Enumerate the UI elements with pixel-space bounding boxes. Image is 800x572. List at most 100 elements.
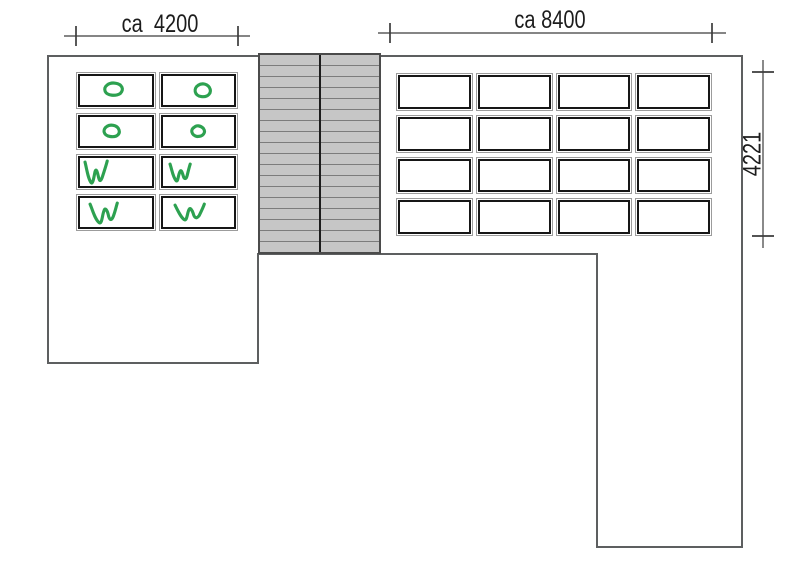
panel-r3c1 [396,156,473,195]
panel-face [477,200,551,234]
panel-r1c3 [555,73,633,111]
panel-face [637,158,710,193]
dimension-label-right: 4221 [738,131,767,177]
stair-step [320,143,379,154]
stair-step [320,187,379,198]
handwritten-w-mark [83,158,109,185]
stair-step [260,99,319,110]
panel-face [477,116,551,151]
panel-r2c1 [76,112,156,150]
stair-step [260,165,319,176]
panel-r3c1 [76,153,156,191]
panel-r4c4 [635,198,712,236]
panel-face [637,200,710,234]
stair-step [260,154,319,165]
stair-step [260,55,319,66]
building-outline [47,55,743,548]
panel-face [557,75,631,109]
stair-step [320,176,379,187]
left-panel-grid [76,72,238,231]
stair-step [260,198,319,209]
stair-step [320,220,379,231]
dimension-label-top-left: ca 4200 [121,10,199,38]
dimension-label-top-right: ca 8400 [514,6,586,34]
panel-face [160,74,236,107]
panel-face [78,196,154,229]
panel-face [78,114,154,148]
stair-step [320,77,379,88]
stair-step [320,88,379,99]
panel-face [160,155,236,189]
panel-r4c2 [158,194,238,231]
panel-face [637,75,710,109]
panel-face [160,114,236,148]
stair-step [260,209,319,220]
stair-step [260,176,319,187]
panel-r4c3 [555,198,633,236]
panel-r4c2 [475,198,553,236]
stair-step [260,77,319,88]
stair-step [320,209,379,220]
panel-face [477,75,551,109]
panel-face [398,158,471,193]
stair-step [321,242,380,252]
stair-step [260,110,319,121]
stair-step [260,66,319,77]
panel-r2c4 [635,114,712,153]
panel-face [398,200,471,234]
stairs [258,53,381,254]
handwritten-w-mark [88,201,119,225]
handwritten-w-mark [173,202,206,222]
handwritten-circle-mark [189,124,206,138]
stair-step [320,55,379,66]
stair-step [320,121,379,132]
panel-r2c1 [396,114,473,153]
handwritten-circle-mark [103,81,124,97]
handwritten-circle-mark [193,82,212,99]
panel-r2c2 [158,112,238,150]
panel-r3c2 [158,153,238,191]
panel-face [557,200,631,234]
panel-r1c1 [396,73,473,111]
stair-step [260,143,319,154]
stair-step [320,99,379,110]
stair-step [320,132,379,143]
stair-step [320,231,379,242]
panel-face [78,74,154,107]
panel-r3c3 [555,156,633,195]
panel-r1c2 [475,73,553,111]
stair-step [320,66,379,77]
panel-r3c2 [475,156,553,195]
panel-r4c1 [396,198,473,236]
stair-step [260,88,319,99]
stair-step [260,220,319,231]
stair-column [260,55,321,252]
handwritten-w-mark [167,162,192,182]
panel-face [398,116,471,151]
stair-step [320,110,379,121]
stair-step [260,231,319,242]
panel-face [398,75,471,109]
panel-face [557,116,631,151]
panel-r4c1 [76,194,156,231]
stair-step [320,198,379,209]
stair-step [260,121,319,132]
panel-face [637,116,710,151]
panel-r1c4 [635,73,712,111]
stair-step [320,154,379,165]
panel-r2c3 [555,114,633,153]
stair-step [260,187,319,198]
panel-r1c2 [158,72,238,109]
panel-r1c1 [76,72,156,109]
stair-step [260,242,319,252]
panel-face [78,155,154,189]
panel-face [160,196,236,229]
stair-step [320,165,379,176]
stair-column [320,55,380,252]
right-panel-grid [396,73,712,236]
panel-r3c4 [635,156,712,195]
panel-face [477,158,551,193]
panel-face [557,158,631,193]
